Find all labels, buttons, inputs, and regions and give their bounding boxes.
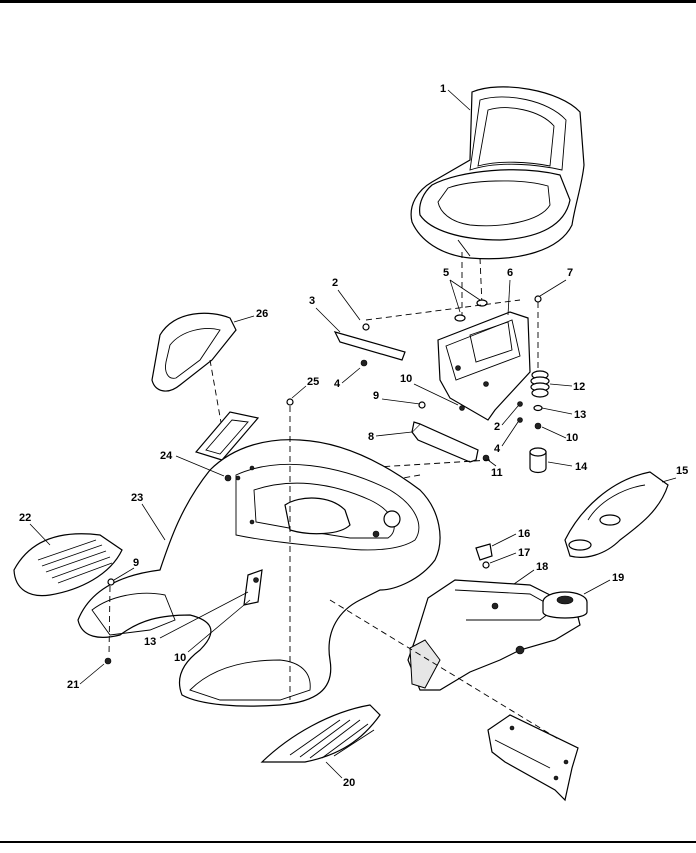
callout-11: 11 [491, 467, 503, 479]
cup-holder-15 [564, 471, 669, 558]
callout-19: 19 [612, 572, 624, 584]
pivot-bracket-8 [411, 401, 479, 463]
callout-26: 26 [256, 308, 268, 320]
screw-24 [224, 474, 232, 482]
callout-labels: 1 2 3 4 5 6 7 8 9 10 2 4 10 11 12 13 14 … [19, 83, 688, 789]
callout-23: 23 [131, 492, 143, 504]
callout-13b: 13 [144, 636, 156, 648]
callout-12: 12 [573, 381, 585, 393]
top-border-rule [0, 0, 696, 3]
screw-25 [286, 398, 294, 406]
callout-15: 15 [676, 465, 688, 477]
nut-21 [104, 657, 112, 665]
callout-16: 16 [518, 528, 530, 540]
callout-10b: 10 [566, 432, 578, 444]
callout-18: 18 [536, 561, 548, 573]
callout-21: 21 [67, 679, 79, 691]
callout-4: 4 [334, 378, 341, 390]
callout-10c: 10 [174, 652, 186, 664]
bottom-border-rule [0, 841, 696, 843]
fuel-cap-19 [542, 591, 588, 619]
washer-13 [533, 404, 543, 412]
callout-25: 25 [307, 376, 319, 388]
spring-12 [530, 370, 550, 398]
fender-pad-26 [151, 312, 237, 392]
callout-7: 7 [567, 267, 573, 279]
callout-10: 10 [400, 373, 412, 385]
callout-9b: 9 [133, 557, 139, 569]
callout-13: 13 [574, 409, 586, 421]
grommet-17 [482, 561, 490, 569]
callout-5: 5 [443, 267, 449, 279]
callout-3: 3 [309, 295, 315, 307]
callout-22: 22 [19, 512, 31, 524]
floor-mat-20 [260, 704, 381, 763]
fender-clip-24 [194, 411, 260, 461]
callout-1: 1 [440, 83, 446, 95]
callout-8: 8 [368, 431, 374, 443]
fitting-16 [475, 543, 493, 561]
screw-9-left [107, 578, 115, 586]
bumper-14 [529, 447, 547, 474]
fuel-tank-bracket [487, 714, 579, 802]
fuel-tank-18 [407, 579, 581, 691]
washer-2-right [517, 401, 523, 407]
callout-14: 14 [575, 461, 588, 473]
seat-pan-part [437, 311, 531, 421]
nut-4-right [517, 417, 523, 423]
callout-6: 6 [507, 267, 513, 279]
callout-9: 9 [373, 390, 379, 402]
nut-10-right [534, 422, 542, 430]
seat-part [410, 86, 585, 260]
washers-5 [454, 299, 488, 322]
callout-2: 2 [332, 277, 338, 289]
callout-24: 24 [160, 450, 173, 462]
callout-4b: 4 [494, 443, 501, 455]
callout-2b: 2 [494, 421, 500, 433]
callout-20: 20 [343, 777, 355, 789]
adjust-bar-3 [333, 323, 406, 367]
floor-mat-22 [13, 533, 123, 597]
bolt-7 [534, 295, 542, 303]
callout-17: 17 [518, 547, 530, 559]
bolt-11 [482, 454, 490, 462]
